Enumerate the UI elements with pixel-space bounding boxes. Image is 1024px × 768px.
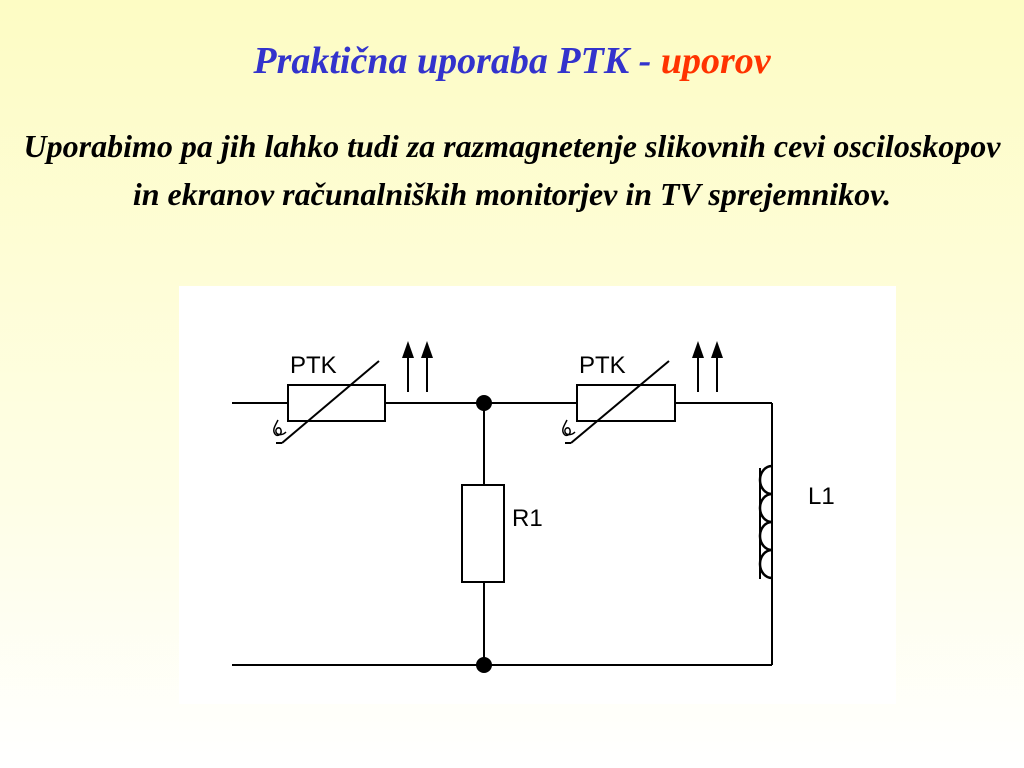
circuit-svg: PTK PTK R1 L1: [232, 341, 835, 673]
ptk1-temperature-icon: [273, 419, 287, 437]
slide-body-text: Uporabimo pa jih lahko tudi za razmagnet…: [23, 128, 1001, 212]
title-main: Praktična uporaba PTK: [253, 40, 630, 82]
title-dash: -: [629, 40, 661, 82]
ptk2-label: PTK: [579, 352, 626, 379]
ptk1-arrow-left-head: [402, 341, 414, 358]
ptk2-slash: [570, 360, 670, 444]
ptk2-arrow-left-head: [692, 341, 704, 358]
ptk1-label: PTK: [290, 352, 337, 379]
r1-label: R1: [512, 505, 543, 532]
l1-label: L1: [808, 483, 835, 510]
ptk1-resistor: [287, 384, 386, 422]
l1-coil: [758, 464, 773, 580]
circuit-diagram: PTK PTK R1 L1: [179, 286, 896, 704]
ptk2-temperature-icon: [562, 419, 576, 437]
junction-bottom: [476, 657, 492, 673]
title-accent: uporov: [660, 40, 771, 82]
r1-resistor: [461, 484, 505, 583]
ptk1-slash: [281, 360, 380, 444]
junction-top: [476, 395, 492, 411]
slide-title: Praktična uporaba PTK - uporov: [0, 38, 1024, 84]
ptk2-arrow-right-head: [711, 341, 723, 358]
ptk1-arrow-right-head: [421, 341, 433, 358]
ptk2-resistor: [576, 384, 676, 422]
